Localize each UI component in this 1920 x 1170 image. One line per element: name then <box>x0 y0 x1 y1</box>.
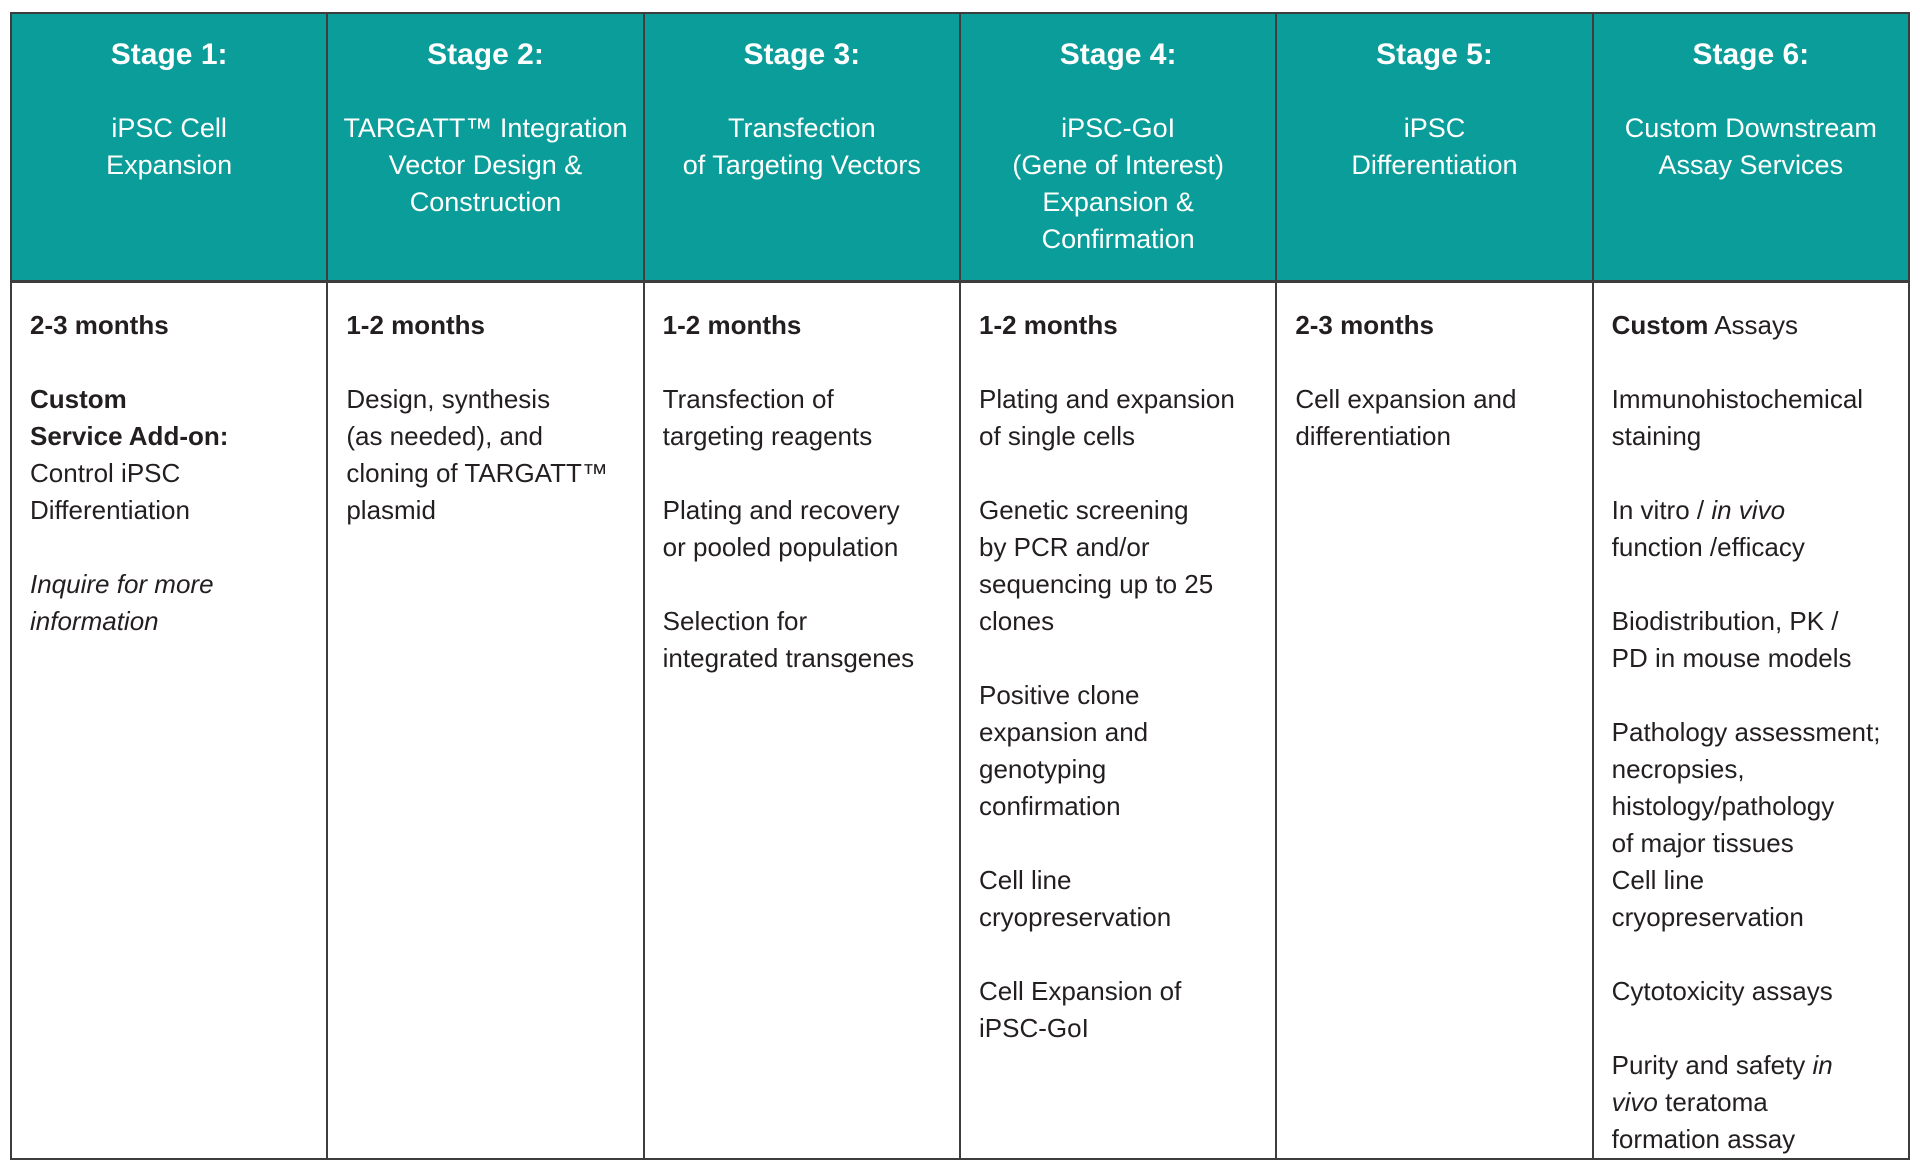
paragraph-segment: Plating and expansion of single cells <box>978 384 1235 451</box>
stage-column-5: Stage 5: iPSC Differentiation 2-3 months… <box>1277 14 1594 1158</box>
body-paragraph: Plating and recovery or pooled populatio… <box>663 492 947 566</box>
paragraph-segment: Custom <box>1611 310 1709 340</box>
stage-title: Stage 3: <box>743 38 861 71</box>
paragraph-segment: 2-3 months <box>1295 310 1434 340</box>
stage-subtitle: Transfection of Targeting Vectors <box>682 113 921 180</box>
body-paragraph: Cell Expansion of iPSC-GoI <box>979 973 1263 1047</box>
stage-column-2: Stage 2: TARGATT™ Integration Vector Des… <box>328 14 645 1158</box>
body-paragraph: Cytotoxicity assays <box>1612 973 1896 1010</box>
stage-header-1: Stage 1: iPSC Cell Expansion <box>12 14 327 283</box>
stage-title: Stage 4: <box>1059 38 1177 71</box>
stage-subtitle: Custom Downstream Assay Services <box>1624 113 1877 180</box>
stage-subtitle: iPSC-GoI (Gene of Interest) Expansion & … <box>1012 113 1224 254</box>
stage-header-4: Stage 4: iPSC-GoI (Gene of Interest) Exp… <box>960 14 1276 283</box>
paragraph-segment: 1-2 months <box>662 310 802 340</box>
paragraph-segment: in vivo <box>1711 495 1786 525</box>
stage-subtitle: iPSC Differentiation <box>1351 113 1518 180</box>
paragraph-segment: Immunohistochemical staining <box>1611 384 1864 451</box>
body-paragraph: In vitro / in vivo function /efficacy <box>1612 492 1896 566</box>
stage-subtitle: TARGATT™ Integration Vector Design & Con… <box>343 113 628 217</box>
body-paragraph: 1-2 months <box>346 307 630 344</box>
paragraph-segment: Cell expansion and differentiation <box>1295 384 1517 451</box>
stage-header-3: Stage 3: Transfection of Targeting Vecto… <box>644 14 959 283</box>
body-paragraph: 1-2 months <box>979 307 1263 344</box>
body-paragraph: Custom Assays <box>1612 307 1896 344</box>
paragraph-segment: Control iPSC Differentiation <box>30 458 190 525</box>
paragraph-segment: Purity and safety <box>1611 1050 1813 1080</box>
stage-title: Stage 2: <box>427 38 544 71</box>
stage-column-4: Stage 4: iPSC-GoI (Gene of Interest) Exp… <box>960 14 1278 1158</box>
stage-header-6: Stage 6: Custom Downstream Assay Service… <box>1593 14 1908 283</box>
paragraph-segment: Inquire for more information <box>30 569 214 636</box>
body-paragraph: Cell expansion and differentiation <box>1295 381 1579 455</box>
paragraph-segment: Design, synthesis (as needed), and cloni… <box>346 384 608 525</box>
stage-column-3: Stage 3: Transfection of Targeting Vecto… <box>644 14 961 1158</box>
paragraph-segment: Genetic screening by PCR and/or sequenci… <box>978 495 1214 636</box>
paragraph-segment: In vitro / <box>1611 495 1712 525</box>
stage-header-2: Stage 2: TARGATT™ Integration Vector Des… <box>328 14 643 283</box>
paragraph-segment: teratoma formation assay <box>1611 1087 1796 1154</box>
paragraph-segment: Assays <box>1708 310 1799 340</box>
paragraph-segment: Custom Service Add-on: <box>30 384 229 451</box>
paragraph-segment: Positive clone expansion and genotyping … <box>978 680 1149 821</box>
body-paragraph: Genetic screening by PCR and/or sequenci… <box>979 492 1263 640</box>
body-paragraph: 1-2 months <box>663 307 947 344</box>
paragraph-segment: Cell Expansion of iPSC-GoI <box>978 976 1182 1043</box>
body-paragraph: 2-3 months <box>30 307 314 344</box>
body-paragraph: Plating and expansion of single cells <box>979 381 1263 455</box>
body-paragraph: Custom Service Add-on: Control iPSC Diff… <box>30 381 314 529</box>
stage-header-5: Stage 5: iPSC Differentiation <box>1277 14 1592 283</box>
stage-column-6: Stage 6: Custom Downstream Assay Service… <box>1593 14 1908 1158</box>
stage-subtitle: iPSC Cell Expansion <box>106 113 233 180</box>
body-paragraph: Design, synthesis (as needed), and cloni… <box>346 381 630 529</box>
paragraph-segment: in vivo <box>1611 1050 1833 1117</box>
body-paragraph: Immunohistochemical staining <box>1612 381 1896 455</box>
paragraph-segment: Pathology assessment; necropsies, histol… <box>1611 717 1881 932</box>
body-paragraph: Selection for integrated transgenes <box>663 603 947 677</box>
body-paragraph: 2-3 months <box>1295 307 1579 344</box>
paragraph-segment: Transfection of targeting reagents <box>662 384 873 451</box>
stage-title: Stage 5: <box>1376 38 1493 71</box>
body-paragraph: Transfection of targeting reagents <box>663 381 947 455</box>
paragraph-segment: 1-2 months <box>346 310 486 340</box>
body-paragraph: Purity and safety in vivo teratoma forma… <box>1612 1047 1896 1158</box>
body-paragraph: Cell line cryopreservation <box>979 862 1263 936</box>
stage-title: Stage 1: <box>110 38 228 71</box>
paragraph-segment: Biodistribution, PK / PD in mouse models <box>1611 606 1852 673</box>
body-paragraph: Pathology assessment; necropsies, histol… <box>1612 714 1896 936</box>
body-paragraph: Biodistribution, PK / PD in mouse models <box>1612 603 1896 677</box>
paragraph-segment: Cytotoxicity assays <box>1611 976 1833 1006</box>
paragraph-segment: Plating and recovery or pooled populatio… <box>662 495 900 562</box>
paragraph-segment: Cell line cryopreservation <box>978 865 1172 932</box>
paragraph-segment: Selection for integrated transgenes <box>662 606 915 673</box>
stage-title: Stage 6: <box>1692 38 1810 71</box>
body-paragraph: Inquire for more information <box>30 566 314 640</box>
body-paragraph: Positive clone expansion and genotyping … <box>979 677 1263 825</box>
paragraph-segment: 1-2 months <box>978 310 1118 340</box>
paragraph-segment: 2-3 months <box>30 310 169 340</box>
paragraph-segment: function /efficacy <box>1611 532 1805 562</box>
